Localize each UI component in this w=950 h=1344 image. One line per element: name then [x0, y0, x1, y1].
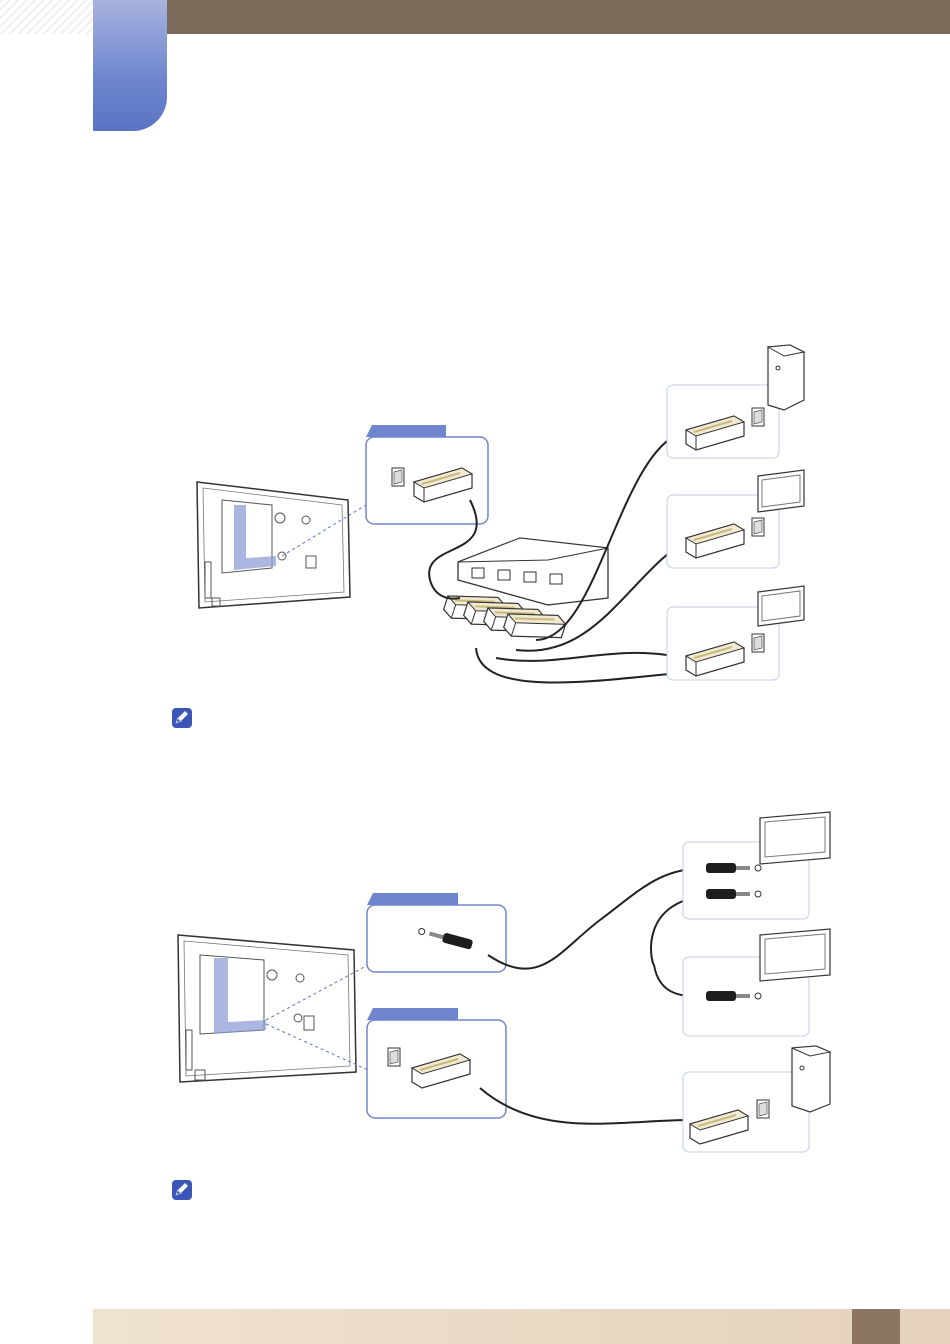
- footer-page-box: [852, 1309, 900, 1344]
- note-pencil-icon: [172, 708, 192, 728]
- device-monitor-3: [683, 812, 830, 919]
- device-pc-tower: [667, 345, 804, 458]
- audio-port-callout: [367, 893, 506, 972]
- device-monitor-1: [667, 470, 804, 568]
- header-hatch: [0, 0, 93, 34]
- note-pencil-icon-2: [172, 1180, 192, 1200]
- tv-rear-panel: [197, 482, 366, 608]
- header-band: [93, 0, 950, 34]
- hub-connection-diagram: [0, 340, 950, 690]
- lan-port-callout: [367, 1008, 506, 1118]
- tv-rear-panel-2: [178, 935, 368, 1082]
- tv-port-callout: [366, 425, 488, 524]
- cables-2: [480, 868, 706, 1124]
- direct-connection-diagram: [0, 805, 950, 1160]
- footer-band: [93, 1309, 950, 1344]
- chapter-tab: [93, 0, 167, 131]
- device-monitor-2: [667, 586, 804, 680]
- device-pc-tower-2: [683, 1046, 830, 1152]
- device-monitor-4: [683, 929, 830, 1036]
